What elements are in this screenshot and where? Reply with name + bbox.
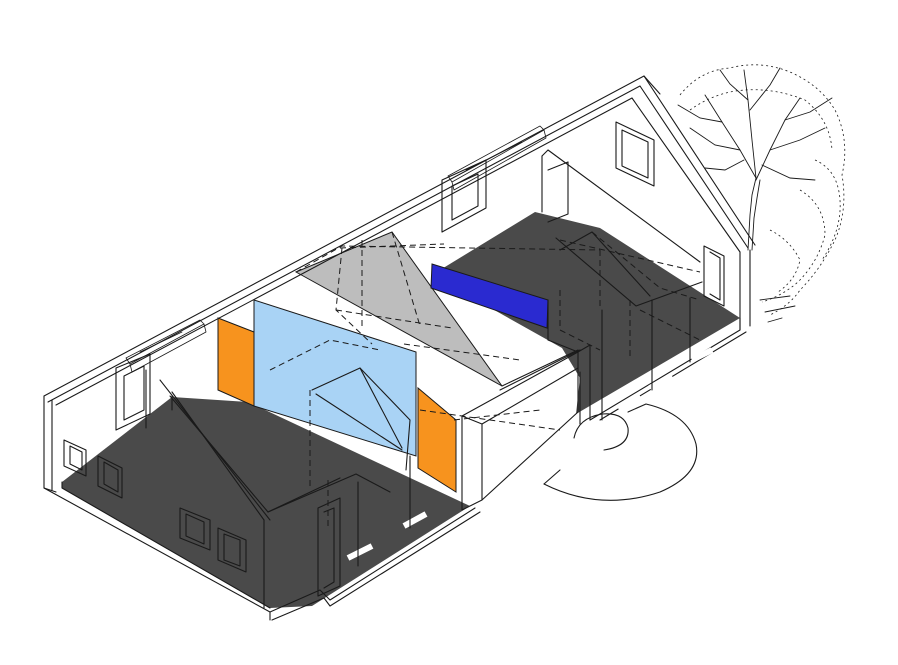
hidden-lines <box>269 231 701 530</box>
right-floor <box>440 212 740 414</box>
left-floor <box>62 397 470 608</box>
floor-plates <box>62 212 740 608</box>
house-outline <box>43 75 756 621</box>
orange-panel-left <box>217 317 255 407</box>
bare-tree-icon <box>677 64 846 323</box>
light-blue-panel <box>253 299 417 457</box>
courtyard-circle <box>543 403 698 501</box>
blue-panel <box>430 263 549 329</box>
orange-panel-right <box>417 386 457 493</box>
